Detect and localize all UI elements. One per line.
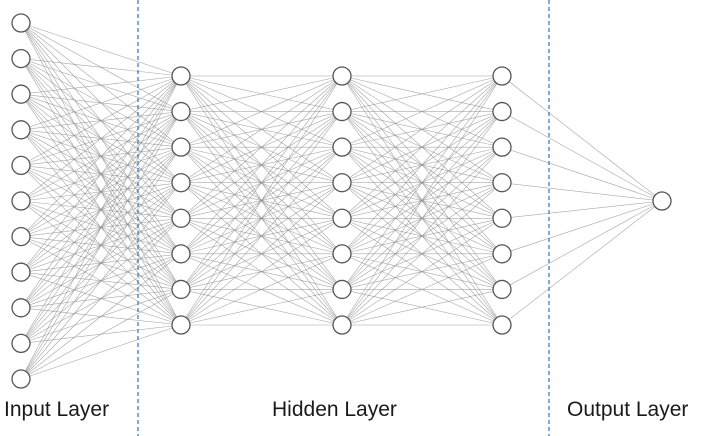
output-node-1 bbox=[652, 191, 672, 211]
connection-input-5-to-hidden-1-0 bbox=[20, 75, 182, 202]
connection-input-10-to-hidden-1-0 bbox=[20, 75, 182, 380]
connection-hidden-2-5-to-hidden-3-0 bbox=[341, 75, 503, 255]
connection-hidden-1-1-to-hidden-2-0 bbox=[180, 75, 343, 112]
connection-hidden-3-7-to-output-0 bbox=[501, 200, 663, 326]
connection-hidden-1-7-to-hidden-2-0 bbox=[180, 75, 343, 326]
hidden-2-node-4 bbox=[332, 173, 352, 193]
connection-input-4-to-hidden-1-0 bbox=[20, 75, 182, 166]
connection-hidden-3-3-to-output-0 bbox=[501, 182, 663, 202]
output-layer-label: Output Layer bbox=[567, 398, 689, 421]
connection-hidden-2-3-to-hidden-3-0 bbox=[341, 75, 503, 183]
connection-hidden-1-7-to-hidden-2-2 bbox=[180, 146, 343, 326]
connection-input-0-to-hidden-1-0 bbox=[20, 22, 182, 77]
input-node-7 bbox=[11, 226, 31, 247]
hidden-3-node-7 bbox=[492, 279, 512, 300]
hidden-1-node-2 bbox=[171, 101, 191, 122]
connection-hidden-2-6-to-hidden-3-0 bbox=[341, 75, 503, 290]
hidden-2-node-2 bbox=[332, 101, 352, 122]
hidden-layer-label: Hidden Layer bbox=[272, 398, 397, 421]
input-node-9 bbox=[11, 298, 31, 318]
connection-input-2-to-hidden-1-0 bbox=[20, 75, 182, 95]
connection-hidden-2-7-to-hidden-3-6 bbox=[341, 289, 503, 326]
connection-hidden-3-0-to-output-0 bbox=[501, 75, 663, 202]
connection-input-10-to-hidden-1-3 bbox=[20, 182, 182, 380]
input-node-5 bbox=[11, 155, 31, 176]
connection-hidden-2-7-to-hidden-3-2 bbox=[341, 146, 503, 326]
connection-hidden-3-1-to-output-0 bbox=[501, 111, 663, 202]
connection-hidden-3-4-to-output-0 bbox=[501, 200, 663, 219]
connection-hidden-2-1-to-hidden-3-0 bbox=[341, 75, 503, 112]
hidden-2-node-3 bbox=[332, 137, 352, 157]
input-node-8 bbox=[11, 262, 31, 282]
hidden-1-node-8 bbox=[171, 315, 191, 335]
connection-hidden-1-7-to-hidden-2-1 bbox=[180, 111, 343, 326]
connection-hidden-2-7-to-hidden-3-5 bbox=[341, 253, 503, 326]
hidden-3-node-2 bbox=[492, 101, 512, 122]
connection-input-10-to-hidden-1-2 bbox=[20, 146, 182, 380]
hidden-1-node-4 bbox=[171, 173, 191, 193]
connection-hidden-1-7-to-hidden-2-6 bbox=[180, 289, 343, 326]
connection-hidden-2-7-to-hidden-3-3 bbox=[341, 182, 503, 326]
connection-input-6-to-hidden-1-0 bbox=[20, 75, 182, 237]
hidden-2-node-8 bbox=[332, 315, 352, 335]
hidden-1-node-7 bbox=[171, 279, 191, 300]
hidden-3-node-8 bbox=[492, 315, 512, 335]
hidden-2-node-6 bbox=[332, 244, 352, 264]
connection-hidden-3-5-to-output-0 bbox=[501, 200, 663, 255]
connection-hidden-1-6-to-hidden-2-0 bbox=[180, 75, 343, 290]
hidden-1-node-1 bbox=[171, 66, 191, 86]
connection-hidden-2-7-to-hidden-3-1 bbox=[341, 111, 503, 326]
connection-hidden-1-4-to-hidden-2-0 bbox=[180, 75, 343, 219]
hidden-3-node-6 bbox=[492, 244, 512, 264]
layer-dividers bbox=[137, 0, 550, 436]
connection-input-10-to-hidden-1-4 bbox=[20, 218, 182, 380]
connection-hidden-3-2-to-output-0 bbox=[501, 146, 663, 202]
connection-hidden-1-7-to-hidden-2-3 bbox=[180, 182, 343, 326]
input-node-4 bbox=[11, 120, 31, 140]
hidden-2-node-1 bbox=[332, 66, 352, 86]
hidden-3-node-5 bbox=[492, 208, 512, 228]
hidden-1-node-5 bbox=[171, 208, 191, 228]
hidden-2-node-5 bbox=[332, 208, 352, 228]
connection-hidden-2-7-to-hidden-3-4 bbox=[341, 218, 503, 326]
hidden-1-node-6 bbox=[171, 244, 191, 264]
input-node-11 bbox=[11, 369, 31, 389]
connection-hidden-2-2-to-hidden-3-0 bbox=[341, 75, 503, 148]
hidden-1-node-3 bbox=[171, 137, 191, 157]
connections bbox=[20, 22, 663, 380]
input-node-2 bbox=[11, 48, 31, 69]
hidden-3-node-1 bbox=[492, 66, 512, 86]
connection-input-7-to-hidden-1-0 bbox=[20, 75, 182, 273]
connection-input-1-to-hidden-1-0 bbox=[20, 58, 182, 77]
connection-hidden-1-3-to-hidden-2-0 bbox=[180, 75, 343, 183]
input-node-10 bbox=[11, 333, 31, 354]
input-node-6 bbox=[11, 191, 31, 211]
input-node-3 bbox=[11, 84, 31, 104]
connection-input-10-to-hidden-1-5 bbox=[20, 253, 182, 380]
connection-input-10-to-hidden-1-6 bbox=[20, 289, 182, 380]
connection-input-10-to-hidden-1-7 bbox=[20, 324, 182, 380]
hidden-3-node-3 bbox=[492, 137, 512, 157]
connection-hidden-1-7-to-hidden-2-5 bbox=[180, 253, 343, 326]
connection-hidden-2-7-to-hidden-3-0 bbox=[341, 75, 503, 326]
connection-input-8-to-hidden-1-0 bbox=[20, 75, 182, 308]
connection-hidden-2-4-to-hidden-3-0 bbox=[341, 75, 503, 219]
connection-hidden-3-6-to-output-0 bbox=[501, 200, 663, 290]
connection-input-3-to-hidden-1-0 bbox=[20, 75, 182, 131]
neurons bbox=[11, 13, 672, 389]
hidden-2-node-7 bbox=[332, 279, 352, 300]
connection-hidden-1-5-to-hidden-2-0 bbox=[180, 75, 343, 255]
connection-hidden-1-2-to-hidden-2-0 bbox=[180, 75, 343, 148]
connection-input-9-to-hidden-1-0 bbox=[20, 75, 182, 344]
hidden-3-node-4 bbox=[492, 173, 512, 193]
input-layer-label: Input Layer bbox=[4, 398, 110, 421]
input-node-1 bbox=[11, 13, 31, 33]
connection-hidden-1-7-to-hidden-2-4 bbox=[180, 218, 343, 326]
connection-input-10-to-hidden-1-1 bbox=[20, 111, 182, 380]
